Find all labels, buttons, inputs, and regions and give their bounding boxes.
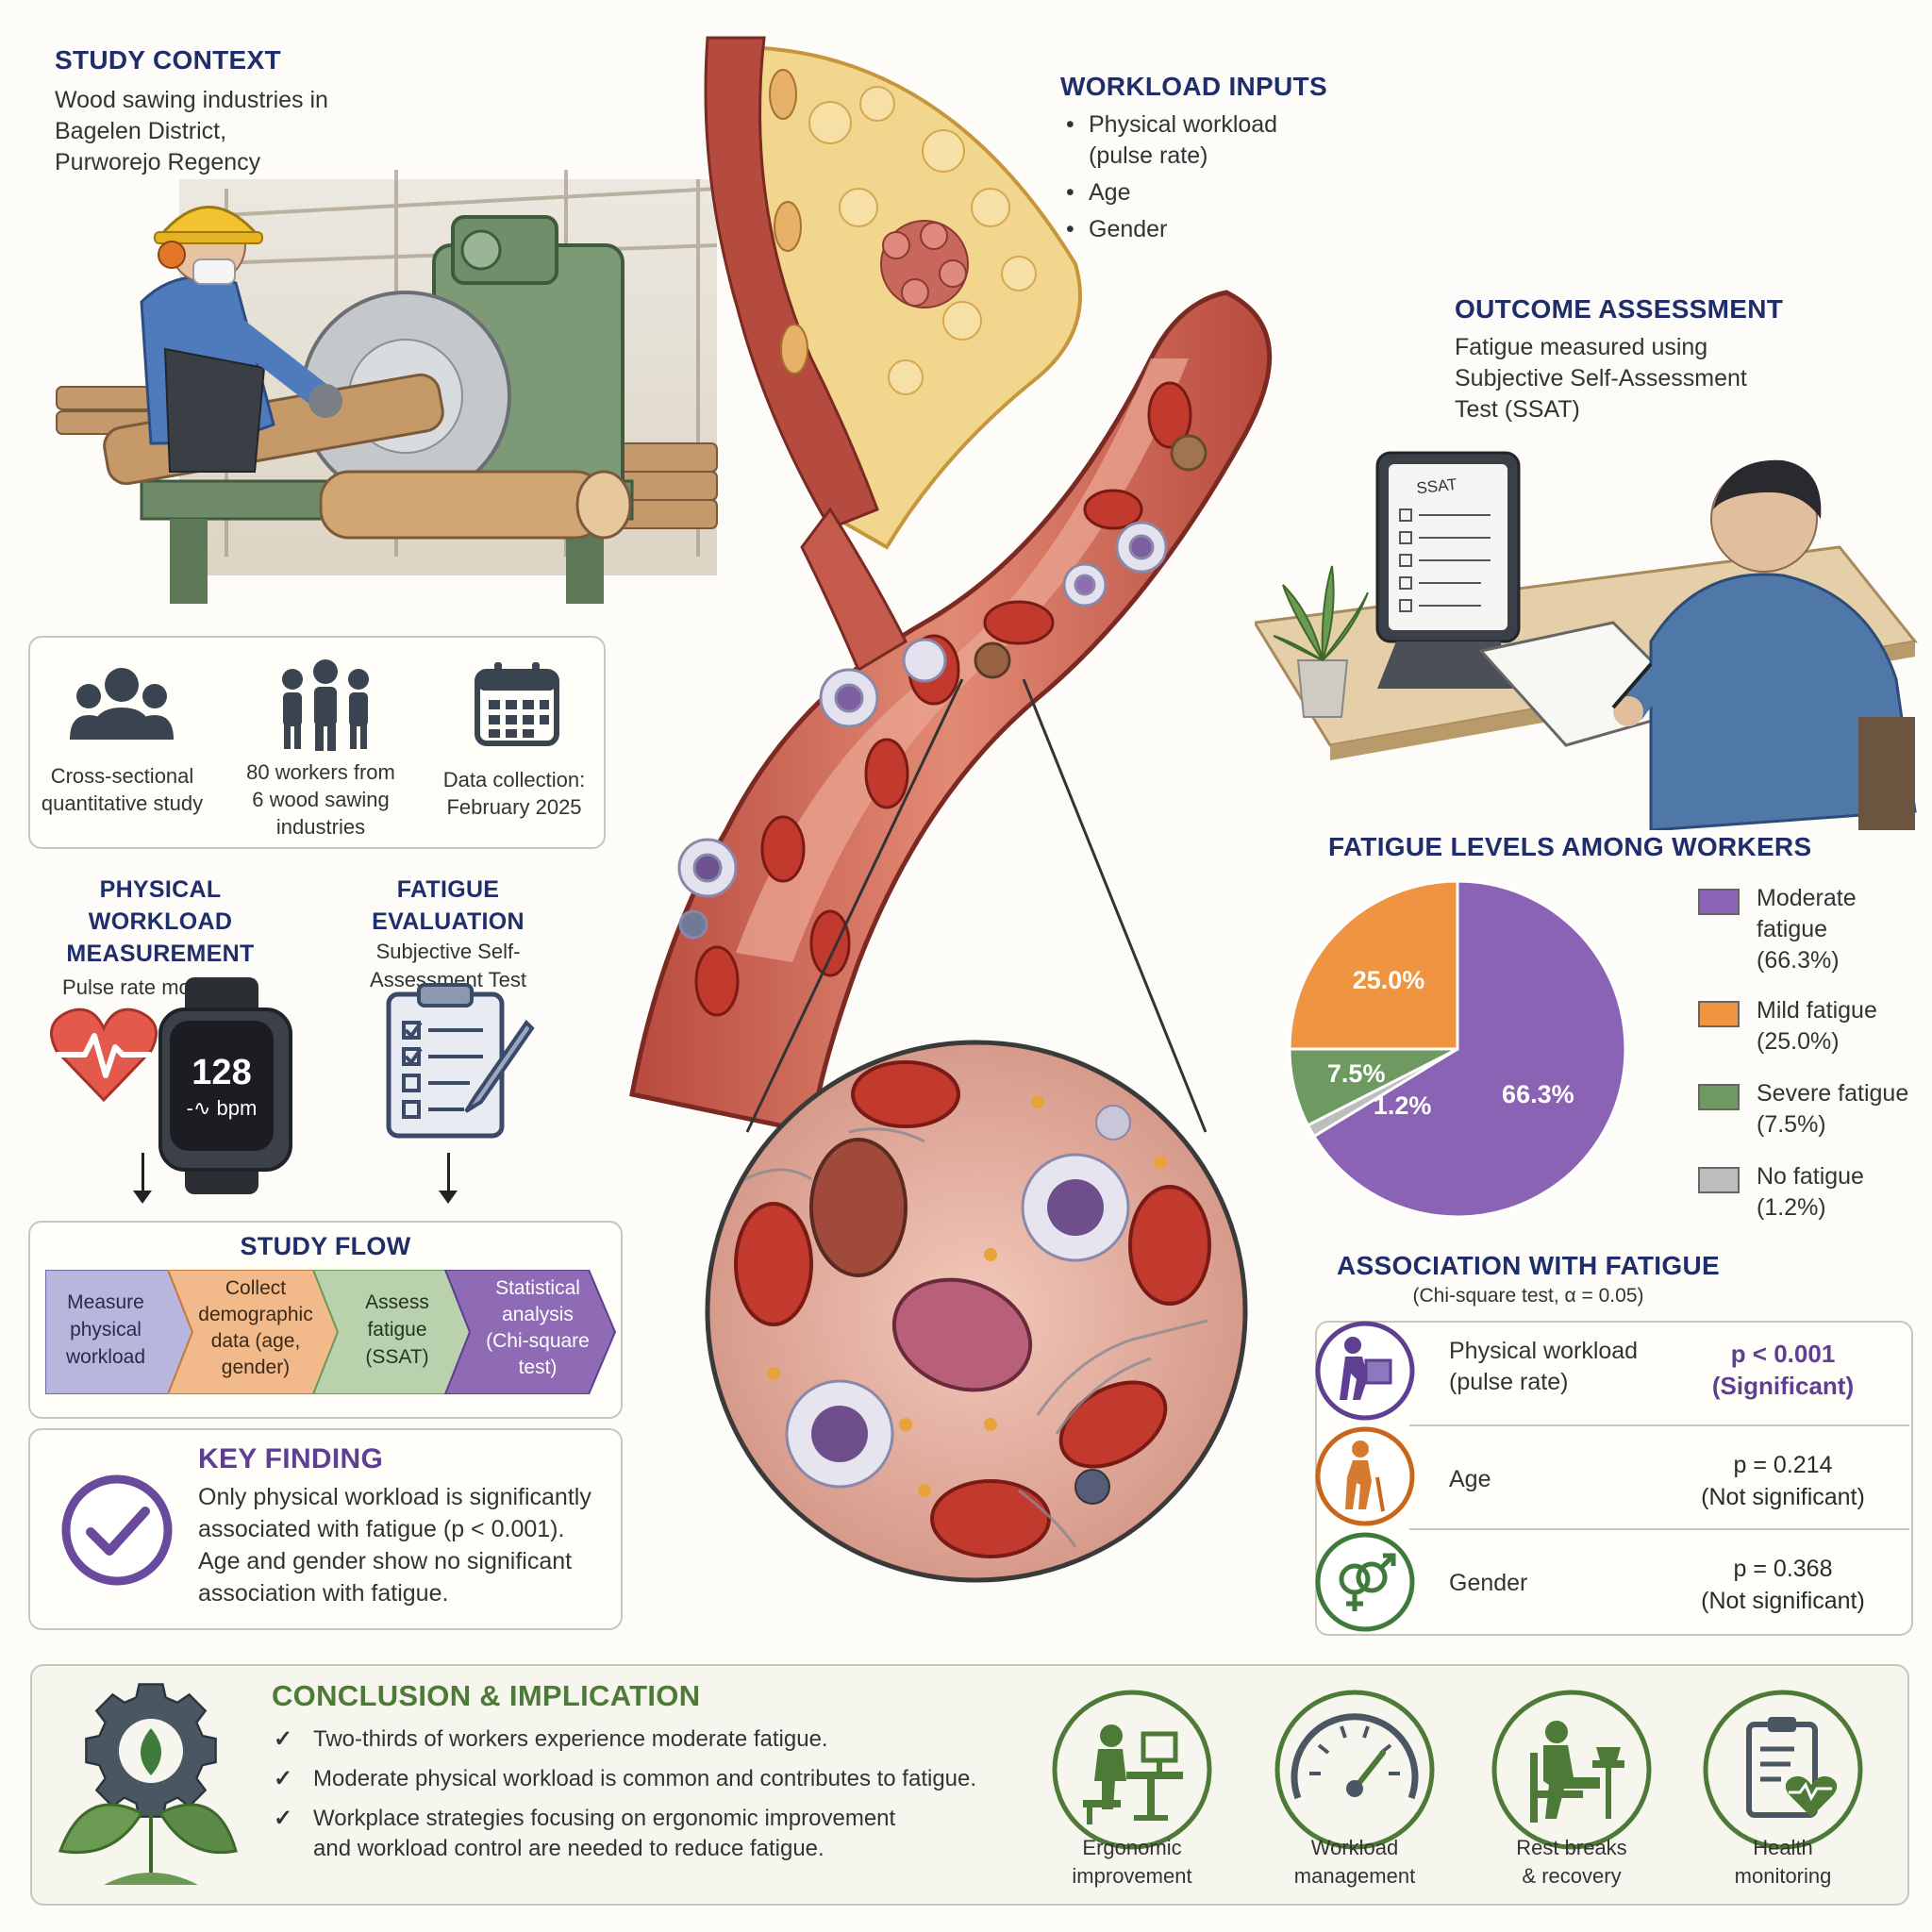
flow-step-3 <box>311 1270 472 1394</box>
association-header: ASSOCIATION WITH FATIGUE (Chi-square tes… <box>1337 1251 1720 1307</box>
legend-swatch <box>1698 1001 1740 1027</box>
conclusion-bullets: ✓Two-thirds of workers experience modera… <box>272 1724 1026 1864</box>
conclusion-bullet: ✓ Workplace strategies focusing on ergon… <box>274 1806 896 1861</box>
checkmark-icon: ✓ <box>274 1726 293 1752</box>
assoc-factor-3: Gender <box>1449 1570 1528 1596</box>
action-label-3: Rest breaks& recovery <box>1516 1836 1627 1888</box>
worker-lifting-icon <box>1315 1321 1415 1421</box>
legend-item: Moderate fatigue (66.3%) <box>1698 883 1924 976</box>
design-label-3: Data collection:February 2025 <box>442 768 586 819</box>
person-filling-survey-illustration <box>1255 451 1918 830</box>
group-icon <box>70 668 174 740</box>
legend-swatch <box>1698 1084 1740 1110</box>
arrow-down-icon <box>447 1153 450 1194</box>
key-finding-title: KEY FINDING <box>198 1443 384 1474</box>
white-blood-cells <box>677 521 1168 940</box>
study-context-text: Wood sawing industries in Bagelen Distri… <box>55 87 328 175</box>
ergonomic-workstation-icon <box>1052 1690 1212 1850</box>
legend-item: Mild fatigue (25.0%) <box>1698 995 1924 1058</box>
assoc-factor-2: Age <box>1449 1466 1491 1492</box>
assoc-factor-1: Physical workload(pulse rate) <box>1449 1338 1639 1395</box>
conclusion-bullet: ✓Two-thirds of workers experience modera… <box>272 1724 1026 1755</box>
legend-text: fatigue <box>1757 916 1828 942</box>
watch-value: 128 <box>192 1053 252 1092</box>
smartwatch: 128 -∿ bpm <box>151 977 292 1194</box>
study-context-title: STUDY CONTEXT <box>55 45 281 75</box>
pie-legend: Moderate fatigue (66.3%) Mild fatigue (25.0%… <box>1698 883 1924 1244</box>
gender-symbol-icon <box>1315 1532 1415 1632</box>
legend-text: Severe fatigue <box>1757 1080 1909 1107</box>
arrow-down-icon <box>142 1153 144 1194</box>
clipboard-checklist-icon <box>386 983 535 1139</box>
legend-text: Mild fatigue <box>1757 997 1877 1024</box>
pie-label: 1.2% <box>1374 1091 1432 1120</box>
chart-title: FATIGUE LEVELS AMONG WORKERS <box>1328 832 1812 861</box>
key-finding-card: KEY FINDING Only physical workload is si… <box>28 1428 623 1630</box>
legend-swatch <box>1698 1167 1740 1193</box>
arrow-down-icon <box>133 1191 152 1204</box>
arrow-down-icon <box>439 1191 458 1204</box>
legend-text: (1.2%) <box>1757 1194 1826 1221</box>
gear-leaf-icon <box>58 1683 238 1885</box>
red-blood-cells <box>694 381 1192 1017</box>
checkmark-icon: ✓ <box>274 1766 293 1791</box>
workload-inputs: WORKLOAD INPUTS •Physical workload (puls… <box>1060 72 1362 245</box>
legend-item: Severe fatigue (7.5%) <box>1698 1078 1924 1141</box>
gauge-icon <box>1274 1690 1435 1850</box>
fatigue-evaluation: FATIGUE EVALUATION Subjective Self-Asses… <box>370 876 526 991</box>
fatigue-pie-chart: 66.3% 1.2% 7.5% 25.0% <box>1288 879 1627 1219</box>
pie-label: 25.0% <box>1353 966 1425 994</box>
elderly-person-icon <box>1315 1426 1415 1526</box>
conclusion-title: CONCLUSION & IMPLICATION <box>272 1679 701 1712</box>
association-table <box>1315 1321 1913 1636</box>
legend-text: No fatigue <box>1757 1163 1864 1190</box>
conclusion-bullet: ✓Moderate physical workload is common an… <box>272 1764 1026 1794</box>
checkmark-icon: ✓ <box>274 1806 293 1831</box>
checkmark-circle-icon <box>61 1474 173 1586</box>
study-context: STUDY CONTEXT Wood sawing industries in … <box>55 45 432 178</box>
pie-slice-mild-fatigue <box>1288 879 1459 1051</box>
legend-item: No fatigue (1.2%) <box>1698 1161 1924 1224</box>
health-clipboard-icon <box>1703 1690 1863 1850</box>
blood-vessel-illustration <box>629 36 1273 1583</box>
pie-label: 7.5% <box>1327 1059 1386 1088</box>
legend-text: (7.5%) <box>1757 1111 1826 1138</box>
study-flow-chevrons <box>45 1270 617 1394</box>
heart-pulse-icon <box>49 1008 158 1103</box>
assoc-p-2: p = 0.214(Not significant) <box>1701 1452 1865 1510</box>
watch-unit: -∿ bpm <box>186 1096 258 1120</box>
calendar-icon <box>475 662 559 746</box>
legend-swatch <box>1698 889 1740 915</box>
legend-text: (25.0%) <box>1757 1028 1840 1055</box>
outcome-assessment: OUTCOME ASSESSMENT Fatigue measured usin… <box>1455 294 1784 423</box>
study-flow-title: STUDY FLOW <box>240 1232 411 1260</box>
legend-text: (66.3%) <box>1757 947 1840 974</box>
sawmill-worker-illustration <box>56 170 718 604</box>
workload-inputs-list: •Physical workload (pulse rate) •Age •Ge… <box>1066 111 1278 242</box>
pie-label: 66.3% <box>1502 1080 1574 1108</box>
rest-break-icon <box>1491 1690 1652 1850</box>
workers-icon <box>282 659 369 751</box>
legend-text: Moderate <box>1757 885 1857 911</box>
flow-step-4 <box>443 1270 617 1394</box>
assoc-p-3: p = 0.368(Not significant) <box>1701 1556 1865 1614</box>
flow-step-2 <box>166 1270 340 1394</box>
pie-slice-moderate-fatigue <box>1311 879 1627 1219</box>
assoc-p-1: p < 0.001(Significant) <box>1711 1340 1855 1400</box>
